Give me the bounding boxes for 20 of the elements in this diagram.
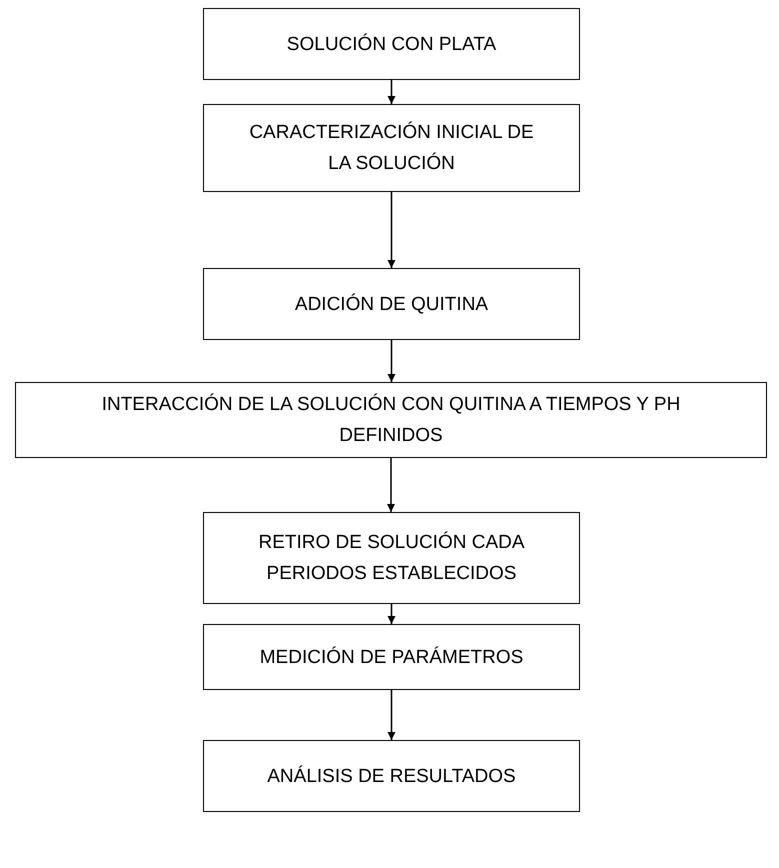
arrow (388, 690, 396, 740)
arrow (388, 340, 396, 382)
step-label: ANÁLISIS DE RESULTADOS (267, 764, 516, 788)
arrow (388, 192, 396, 268)
step-label: CARACTERIZACIÓN INICIAL DE LA SOLUCIÓN (248, 120, 535, 176)
process-box (203, 8, 580, 80)
step-label: INTERACCIÓN DE LA SOLUCIÓN CON QUITINA A TIEMPOS Y PH DEFINIDOS (100, 392, 682, 448)
process-box (203, 268, 580, 340)
process-box (15, 382, 767, 458)
process-box (203, 512, 580, 604)
step-label: RETIRO DE SOLUCIÓN CADA PERIODOS ESTABLECIDOS (257, 530, 526, 586)
step-label: SOLUCIÓN CON PLATA (286, 32, 496, 56)
step-label: MEDICIÓN DE PARÁMETROS (260, 646, 524, 670)
process-box (203, 104, 580, 192)
process-box (203, 624, 580, 690)
arrow (388, 80, 396, 104)
arrow (387, 458, 395, 512)
arrow (388, 604, 396, 624)
process-box (203, 740, 580, 812)
step-label: ADICIÓN DE QUITINA (294, 292, 488, 316)
